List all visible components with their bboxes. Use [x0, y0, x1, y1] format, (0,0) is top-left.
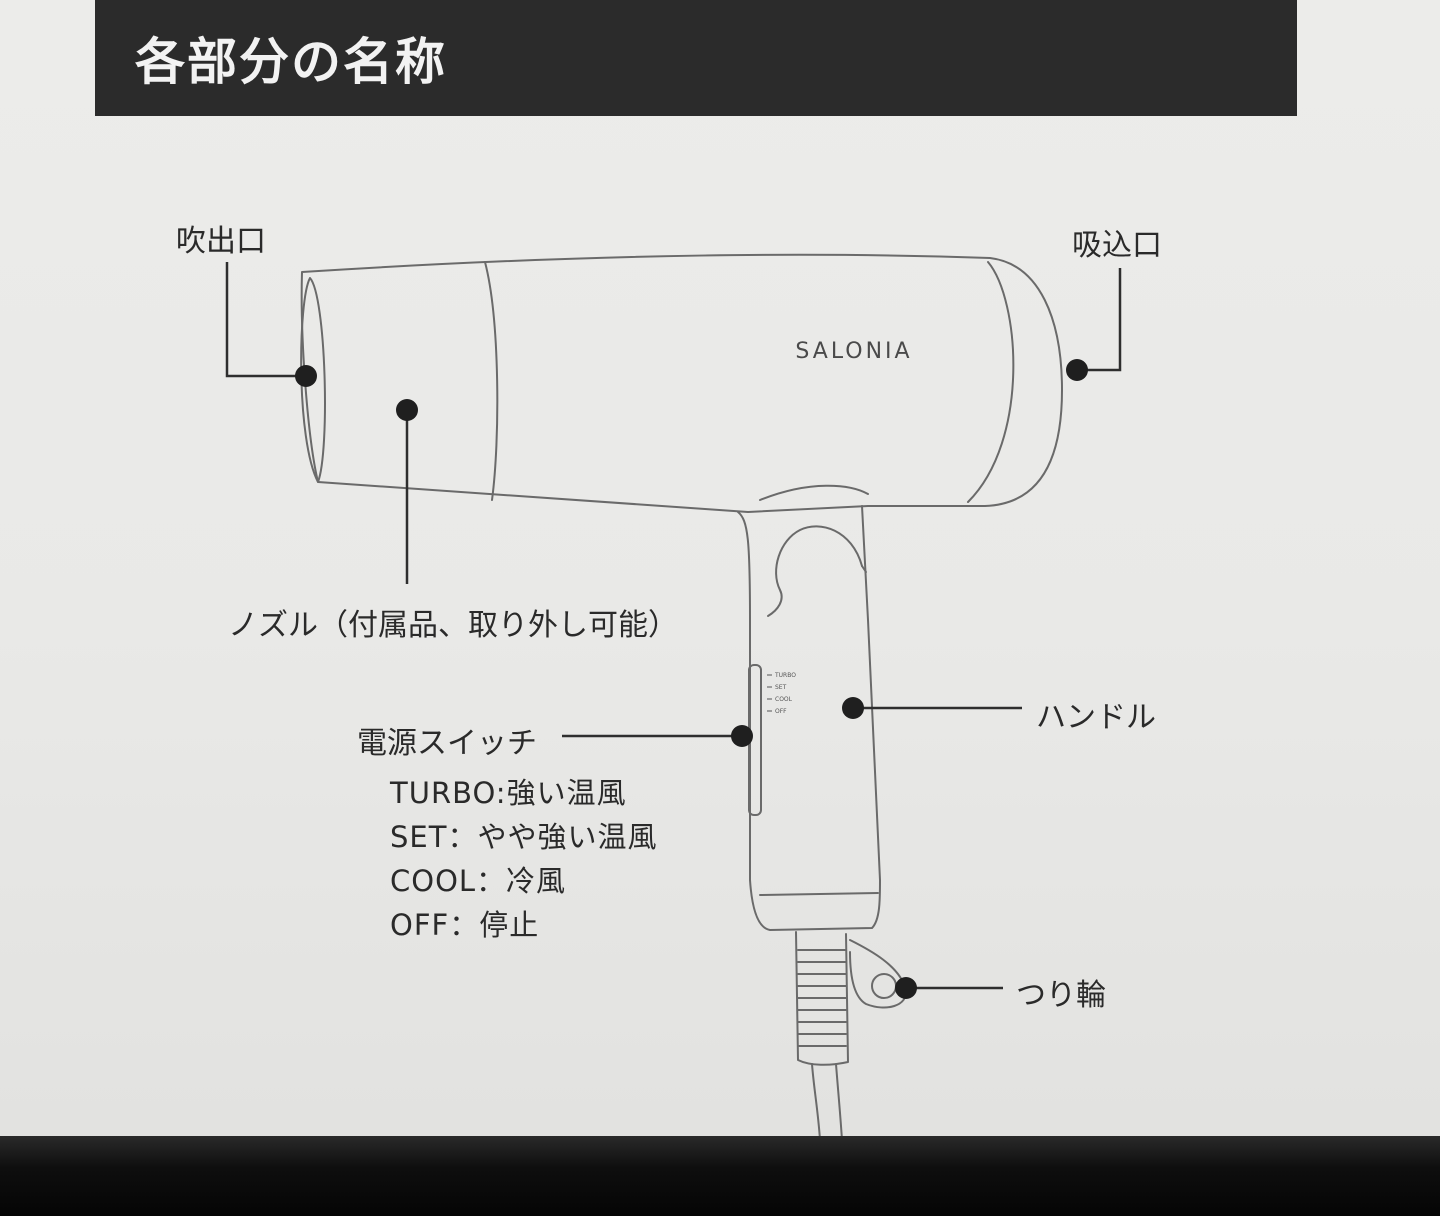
label-handle: ハンドル	[1036, 700, 1156, 735]
label-power-switch: 電源スイッチ	[357, 726, 537, 761]
leader-outlet	[225, 262, 306, 378]
neck-hump	[759, 484, 869, 501]
switch-mode-set: SET：やや強い温風	[390, 820, 658, 854]
switch-mode-cool: COOL：冷風	[390, 864, 567, 898]
outlet-rim	[300, 277, 326, 483]
dot-inlet	[1066, 359, 1088, 381]
switch-markings: TURBO SET COOL OFF	[774, 672, 796, 715]
handle-bottom-band	[759, 892, 879, 896]
handle-outline	[737, 505, 881, 931]
cord-strain-relief	[795, 931, 849, 1066]
pointer-dots	[295, 359, 1088, 999]
switch-ticks	[767, 674, 772, 712]
switch-mark-turbo: TURBO	[774, 672, 796, 679]
dot-outlet	[295, 365, 317, 387]
hair-dryer-diagram: SALONIA TURBO SET COOL OFF	[225, 253, 1122, 1140]
handle-cutout	[767, 525, 863, 617]
nozzle-seam	[484, 261, 499, 501]
dot-power-switch	[731, 725, 753, 747]
monitor-bezel	[0, 1136, 1440, 1216]
switch-mode-off: OFF：停止	[390, 908, 540, 942]
dot-handle	[842, 697, 864, 719]
title-bar: 各部分の名称	[95, 0, 1297, 116]
leader-lines	[225, 262, 1122, 990]
dryer-head-outline	[300, 253, 1063, 513]
switch-mark-set: SET	[775, 684, 787, 691]
dot-nozzle	[396, 399, 418, 421]
page-title: 各部分の名称	[135, 33, 447, 91]
hang-ring-outline	[849, 939, 908, 1009]
screen: 各部分の名称	[0, 0, 1440, 1140]
brand-logo: SALONIA	[795, 339, 912, 364]
hang-ring-hole	[871, 973, 897, 999]
rear-cap-seam	[967, 261, 1015, 503]
label-inlet: 吸込口	[1072, 228, 1162, 263]
leader-inlet	[1077, 268, 1122, 372]
label-outlet: 吹出口	[176, 224, 266, 259]
switch-mark-off: OFF	[775, 708, 787, 715]
cord	[811, 1063, 843, 1140]
label-nozzle: ノズル（付属品、取り外し可能）	[228, 608, 678, 643]
dot-hang-ring	[895, 977, 917, 999]
switch-mode-turbo: TURBO:強い温風	[390, 776, 627, 810]
label-hang-ring: つり輪	[1016, 978, 1106, 1013]
switch-mark-cool: COOL	[775, 696, 793, 703]
